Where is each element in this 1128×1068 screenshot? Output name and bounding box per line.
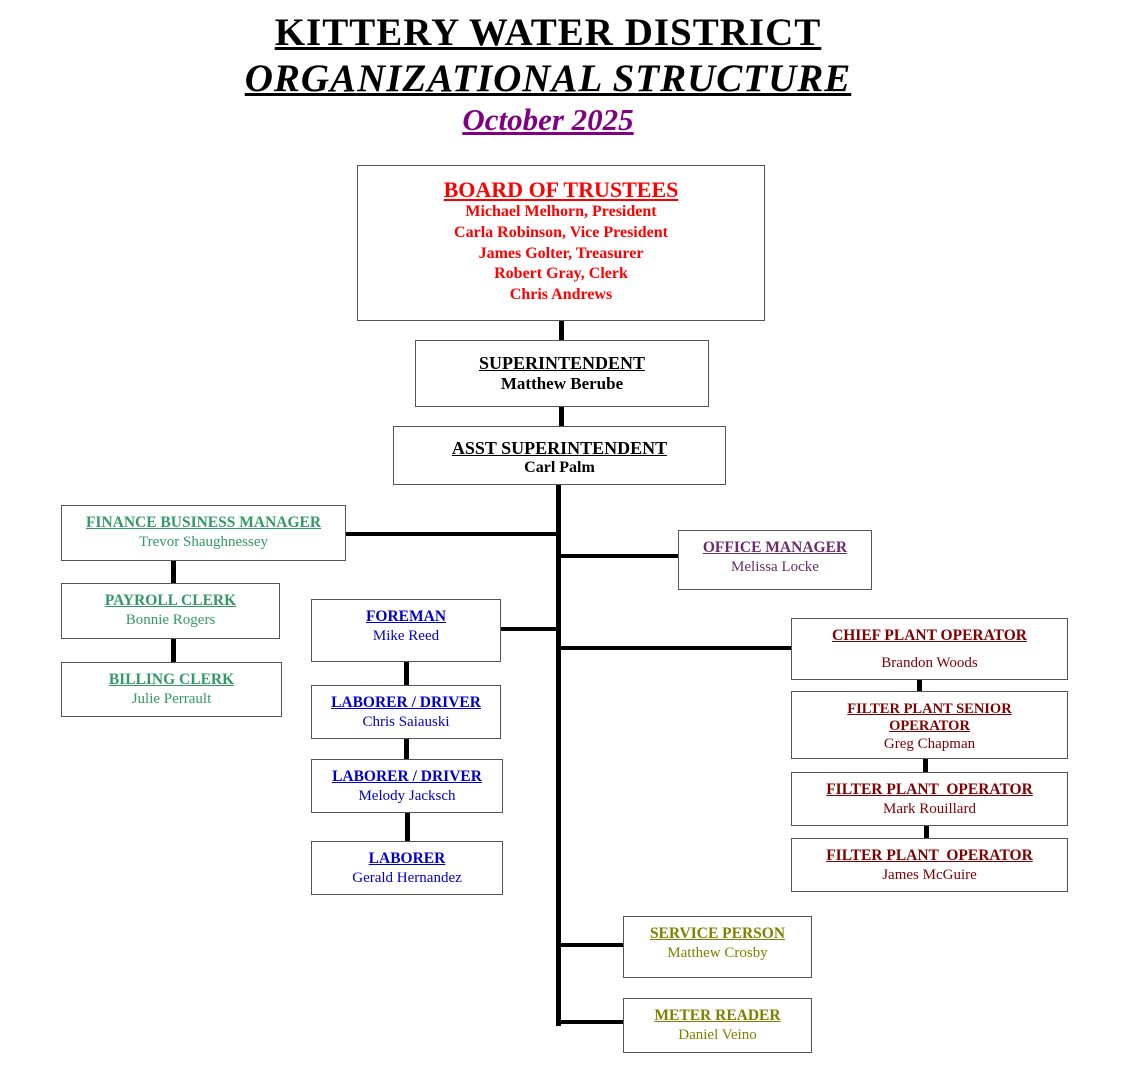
person-name: Matthew Crosby bbox=[667, 945, 768, 961]
person-name: Greg Chapman bbox=[883, 736, 976, 752]
laborer-driver-box: LABORER / DRIVER Chris Saiauski bbox=[311, 685, 501, 739]
position-title: FILTER PLANT OPERATOR bbox=[826, 847, 1033, 864]
laborer-driver-box: LABORER / DRIVER Melody Jacksch bbox=[311, 759, 503, 813]
connector-line bbox=[917, 679, 922, 691]
board-title: BOARD OF TRUSTEES bbox=[443, 177, 679, 202]
connector-line bbox=[345, 532, 558, 536]
position-title: SERVICE PERSON bbox=[649, 925, 786, 942]
foreman-box: FOREMAN Mike Reed bbox=[311, 599, 501, 662]
person-name: Trevor Shaughnessey bbox=[138, 534, 269, 550]
asst-superintendent-box: ASST SUPERINTENDENT Carl Palm bbox=[393, 426, 726, 485]
service-person-box: SERVICE PERSON Matthew Crosby bbox=[623, 916, 812, 978]
connector-line bbox=[558, 943, 623, 947]
person-name: Daniel Veino bbox=[678, 1027, 757, 1043]
position-title: LABORER / DRIVER bbox=[332, 768, 482, 785]
connector-line bbox=[559, 406, 564, 426]
billing-clerk-box: BILLING CLERK Julie Perrault bbox=[61, 662, 282, 717]
connector-line bbox=[558, 646, 791, 650]
laborer-box: LABORER Gerald Hernandez bbox=[311, 841, 503, 895]
position-title: METER READER bbox=[654, 1007, 781, 1024]
connector-line bbox=[500, 627, 558, 631]
position-title: BILLING CLERK bbox=[108, 671, 235, 688]
person-name: James McGuire bbox=[882, 867, 977, 883]
position-title: FILTER PLANT OPERATOR bbox=[826, 781, 1033, 798]
superintendent-box: SUPERINTENDENT Matthew Berube bbox=[415, 340, 709, 407]
office-manager-box: OFFICE MANAGER Melissa Locke bbox=[678, 530, 872, 590]
org-title: KITTERY WATER DISTRICT bbox=[274, 11, 822, 54]
position-title: FINANCE BUSINESS MANAGER bbox=[85, 514, 322, 531]
org-subtitle: ORGANIZATIONAL STRUCTURE bbox=[244, 57, 852, 100]
person-name: Mark Rouillard bbox=[883, 801, 976, 817]
connector-line bbox=[558, 1020, 623, 1024]
board-member: James Golter, Treasurer bbox=[478, 244, 644, 262]
connector-line bbox=[558, 554, 678, 558]
person-name: Julie Perrault bbox=[131, 691, 212, 707]
meter-reader-box: METER READER Daniel Veino bbox=[623, 998, 812, 1053]
position-title: OFFICE MANAGER bbox=[702, 539, 848, 556]
person-name: Melissa Locke bbox=[731, 559, 819, 575]
connector-line bbox=[171, 560, 176, 583]
position-title: FOREMAN bbox=[365, 608, 447, 625]
board-member: Robert Gray, Clerk bbox=[494, 265, 628, 283]
person-name: Melody Jacksch bbox=[358, 788, 456, 804]
connector-line bbox=[405, 812, 410, 841]
position-title: LABORER bbox=[368, 850, 446, 867]
person-name: Gerald Hernandez bbox=[352, 870, 462, 886]
connector-line bbox=[923, 758, 928, 772]
person-name: Mike Reed bbox=[372, 628, 440, 644]
position-title: SUPERINTENDENT bbox=[478, 353, 646, 373]
main-trunk-line bbox=[556, 484, 561, 1026]
position-title: CHIEF PLANT OPERATOR bbox=[832, 627, 1027, 644]
connector-line bbox=[559, 320, 564, 340]
position-title: LABORER / DRIVER bbox=[331, 694, 481, 711]
person-name: Brandon Woods bbox=[881, 655, 978, 671]
person-name: Matthew Berube bbox=[500, 374, 624, 393]
filter-plant-operator-box: FILTER PLANT OPERATOR Mark Rouillard bbox=[791, 772, 1068, 826]
payroll-clerk-box: PAYROLL CLERK Bonnie Rogers bbox=[61, 583, 280, 639]
finance-manager-box: FINANCE BUSINESS MANAGER Trevor Shaughne… bbox=[61, 505, 346, 561]
org-date: October 2025 bbox=[462, 102, 634, 137]
connector-line bbox=[171, 638, 176, 662]
position-title: FILTER PLANT SENIOR OPERATOR bbox=[847, 701, 1012, 734]
board-member: Chris Andrews bbox=[509, 286, 613, 304]
board-member: Carla Robinson, Vice President bbox=[454, 223, 668, 241]
person-name: Chris Saiauski bbox=[362, 714, 450, 730]
chief-plant-operator-box: CHIEF PLANT OPERATOR Brandon Woods bbox=[791, 618, 1068, 680]
board-of-trustees-box: BOARD OF TRUSTEES Michael Melhorn, Presi… bbox=[357, 165, 765, 321]
connector-line bbox=[404, 738, 409, 759]
filter-plant-operator-box: FILTER PLANT OPERATOR James McGuire bbox=[791, 838, 1068, 892]
position-title: PAYROLL CLERK bbox=[104, 592, 237, 609]
position-title: ASST SUPERINTENDENT bbox=[451, 438, 668, 458]
person-name: Bonnie Rogers bbox=[125, 612, 216, 628]
filter-plant-senior-operator-box: FILTER PLANT SENIOR OPERATOR Greg Chapma… bbox=[791, 691, 1068, 759]
person-name: Carl Palm bbox=[524, 459, 595, 476]
connector-line bbox=[404, 661, 409, 685]
connector-line bbox=[924, 825, 929, 838]
board-member: Michael Melhorn, President bbox=[465, 203, 657, 220]
